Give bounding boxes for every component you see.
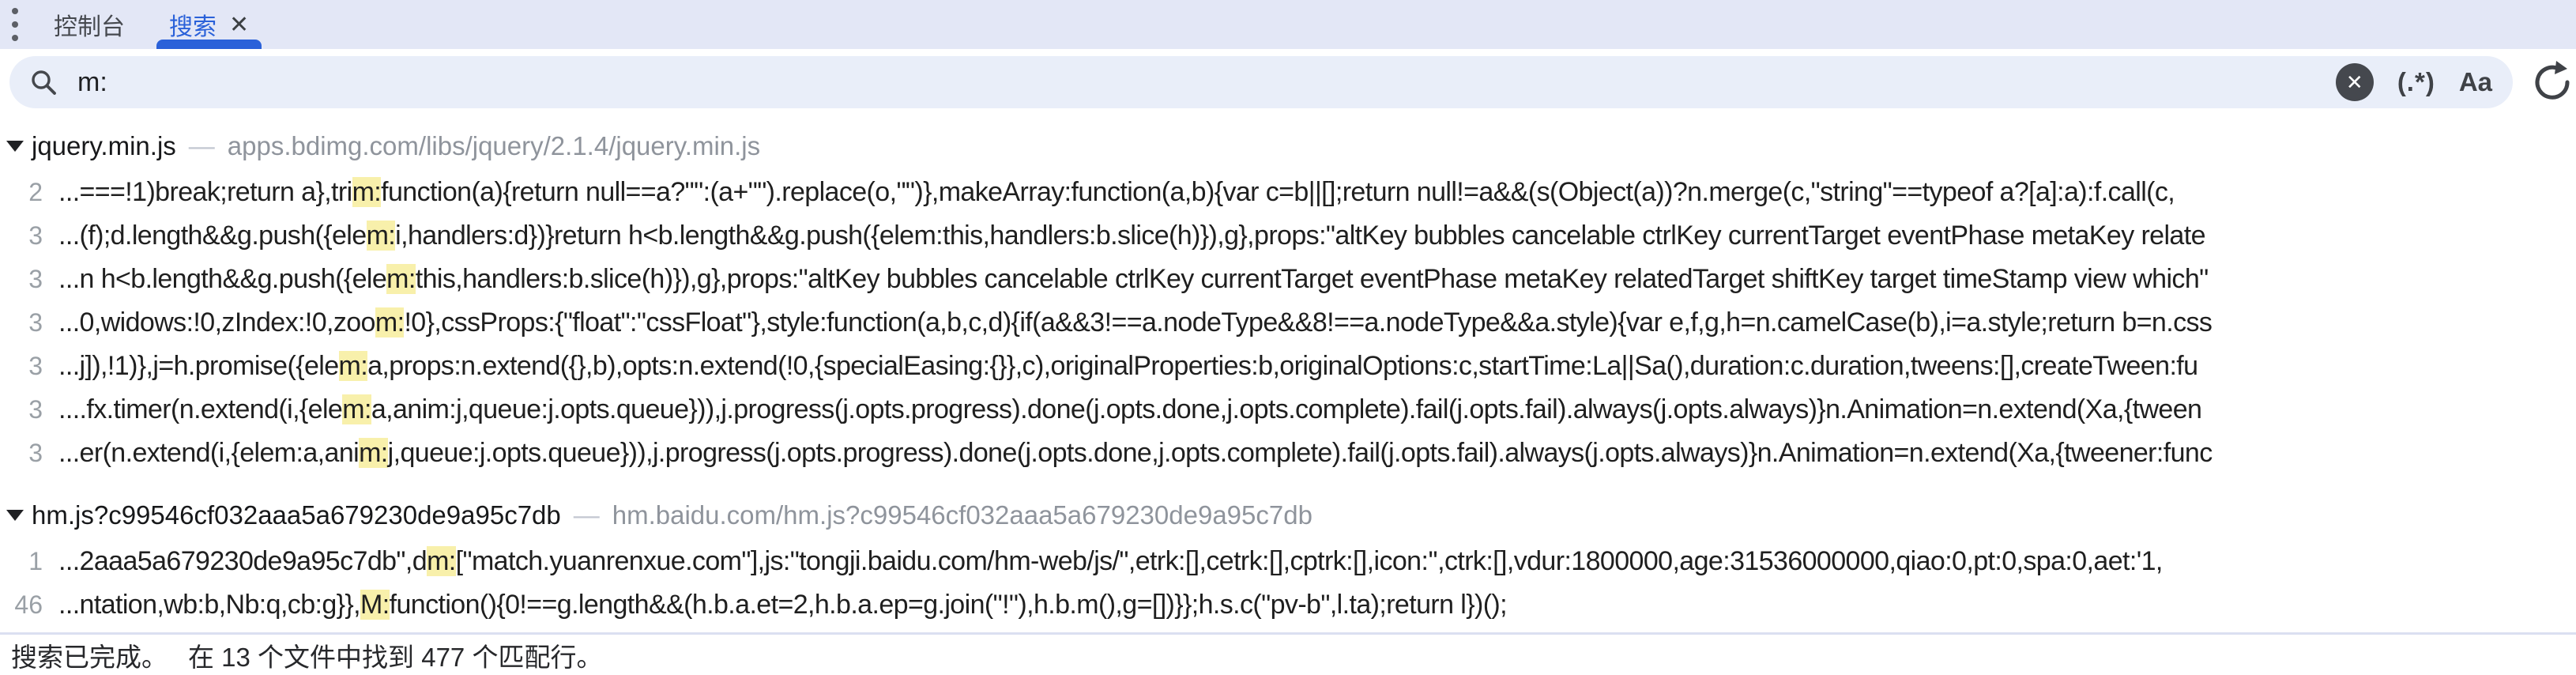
table-row[interactable]: 3 ...n h<b.length&&g.push({elem:this,han… <box>0 258 2576 301</box>
line-number: 3 <box>28 352 43 380</box>
file-url: hm.baidu.com/hm.js?c99546cf032aaa5a67923… <box>612 500 1312 530</box>
code-line: ...er(n.extend(i,{elem:a,anim:j,queue:j.… <box>58 438 2213 469</box>
search-icon <box>32 70 56 95</box>
search-input[interactable] <box>77 66 2336 98</box>
table-row[interactable]: 46 ...ntation,wb:b,Nb:q,cb:g}},M:functio… <box>0 583 2576 627</box>
table-row[interactable]: 3 ...j]),!1)},j=h.promise({elem:a,props:… <box>0 345 2576 388</box>
code-post: this,handlers:b.slice(h)}),g},props:"alt… <box>415 264 2209 294</box>
code-post: a,anim:j,queue:j.opts.queue})),j.progres… <box>371 394 2202 424</box>
line-number: 3 <box>28 265 43 293</box>
code-pre: ...ntation,wb:b,Nb:q,cb:g}}, <box>58 590 361 620</box>
code-pre: ...===!1)break;return a},tri <box>58 177 352 207</box>
chevron-down-icon <box>6 510 24 521</box>
code-line: ...j]),!1)},j=h.promise({elem:a,props:n.… <box>58 351 2198 382</box>
match-highlight: m: <box>375 307 405 338</box>
code-pre: ...er(n.extend(i,{elem:a,ani <box>58 438 360 468</box>
code-pre: ...0,widows:!0,zIndex:!0,zoo <box>58 307 375 338</box>
table-row[interactable]: 3 ...er(n.extend(i,{elem:a,anim:j,queue:… <box>0 432 2576 475</box>
file-header-hm[interactable]: hm.js?c99546cf032aaa5a679230de9a95c7db —… <box>0 491 2576 540</box>
file-name: jquery.min.js <box>32 131 176 160</box>
table-row[interactable]: 2 ...===!1)break;return a},trim:function… <box>0 171 2576 214</box>
file-dash: — <box>188 131 215 160</box>
code-pre: ...2aaa5a679230de9a95c7db",d <box>58 546 427 576</box>
line-number: 2 <box>28 178 43 206</box>
code-post: function(a){return null==a?"":(a+"").rep… <box>381 177 2175 207</box>
match-highlight: m: <box>359 438 388 468</box>
code-line: ...(f);d.length&&g.push({elem:i,handlers… <box>58 221 2205 251</box>
file-name: hm.js?c99546cf032aaa5a679230de9a95c7db <box>32 500 561 530</box>
tab-search-label: 搜索 <box>169 14 217 40</box>
code-line: ...0,widows:!0,zIndex:!0,zoom:!0},cssPro… <box>58 307 2213 338</box>
clear-search-icon[interactable]: ✕ <box>2335 63 2374 101</box>
line-number: 3 <box>28 439 43 467</box>
active-tab-indicator <box>156 40 262 49</box>
code-post: function(){0!==g.length&&(h.b.a.et=2,h.b… <box>389 590 1508 620</box>
line-number: 1 <box>28 547 43 575</box>
line-number: 3 <box>28 308 43 337</box>
match-case-toggle[interactable]: Aa <box>2458 67 2492 96</box>
file-dash: — <box>573 500 600 530</box>
file-url: apps.bdimg.com/libs/jquery/2.1.4/jquery.… <box>227 131 761 160</box>
code-post: a,props:n.extend({},b),opts:n.extend(!0,… <box>367 351 2198 381</box>
match-highlight: m: <box>342 394 371 424</box>
search-results: jquery.min.js — apps.bdimg.com/libs/jque… <box>0 115 2576 627</box>
status-done-text: 搜索已完成。 <box>11 642 168 672</box>
status-summary-text: 在 13 个文件中找到 477 个匹配行。 <box>188 642 603 672</box>
drawer-tab-bar: 控制台 搜索 ✕ <box>0 0 2576 49</box>
code-post: i,handlers:d})}return h<b.length&&g.push… <box>395 221 2205 251</box>
close-icon[interactable]: ✕ <box>229 11 250 38</box>
code-line: ....fx.timer(n.extend(i,{elem:a,anim:j,q… <box>58 394 2202 425</box>
chevron-down-icon <box>6 141 24 152</box>
match-highlight: m: <box>386 264 416 294</box>
match-highlight: m: <box>352 177 382 207</box>
search-toolbar: ✕ (.*) Aa <box>0 49 2576 115</box>
code-line: ...===!1)break;return a},trim:function(a… <box>58 177 2175 208</box>
code-pre: ...n h<b.length&&g.push({ele <box>58 264 387 294</box>
more-options-icon[interactable] <box>2 0 28 49</box>
code-pre: ...j]),!1)},j=h.promise({ele <box>58 351 339 381</box>
line-number: 46 <box>14 590 43 619</box>
regex-toggle[interactable]: (.*) <box>2397 67 2435 96</box>
tab-search[interactable]: 搜索 ✕ <box>150 0 268 49</box>
tab-console[interactable]: 控制台 <box>35 0 144 49</box>
file-header-jquery[interactable]: jquery.min.js — apps.bdimg.com/libs/jque… <box>0 122 2576 171</box>
refresh-icon[interactable] <box>2530 59 2576 105</box>
match-highlight: m: <box>338 351 368 381</box>
line-number: 3 <box>28 221 43 250</box>
code-line: ...n h<b.length&&g.push({elem:this,handl… <box>58 264 2209 295</box>
status-bar: 搜索已完成。 在 13 个文件中找到 477 个匹配行。 <box>0 632 2576 675</box>
code-line: ...2aaa5a679230de9a95c7db",dm:["match.yu… <box>58 546 2163 577</box>
match-highlight: M: <box>360 590 390 620</box>
code-post: ["match.yuanrenxue.com"],js:"tongji.baid… <box>455 546 2164 576</box>
tab-console-label: 控制台 <box>54 14 125 40</box>
code-post: !0},cssProps:{"float":"cssFloat"},style:… <box>404 307 2213 338</box>
code-line: ...ntation,wb:b,Nb:q,cb:g}},M:function()… <box>58 590 1508 620</box>
table-row[interactable]: 3 ....fx.timer(n.extend(i,{elem:a,anim:j… <box>0 388 2576 432</box>
table-row[interactable]: 1 ...2aaa5a679230de9a95c7db",dm:["match.… <box>0 540 2576 583</box>
code-pre: ....fx.timer(n.extend(i,{ele <box>58 394 343 424</box>
table-row[interactable]: 3 ...0,widows:!0,zIndex:!0,zoom:!0},cssP… <box>0 301 2576 345</box>
match-highlight: m: <box>427 546 456 576</box>
match-highlight: m: <box>366 221 396 251</box>
code-pre: ...(f);d.length&&g.push({ele <box>58 221 367 251</box>
search-field-container: ✕ (.*) Aa <box>9 56 2513 108</box>
table-row[interactable]: 3 ...(f);d.length&&g.push({elem:i,handle… <box>0 214 2576 258</box>
code-post: j,queue:j.opts.queue})),j.progress(j.opt… <box>387 438 2213 468</box>
line-number: 3 <box>28 395 43 424</box>
